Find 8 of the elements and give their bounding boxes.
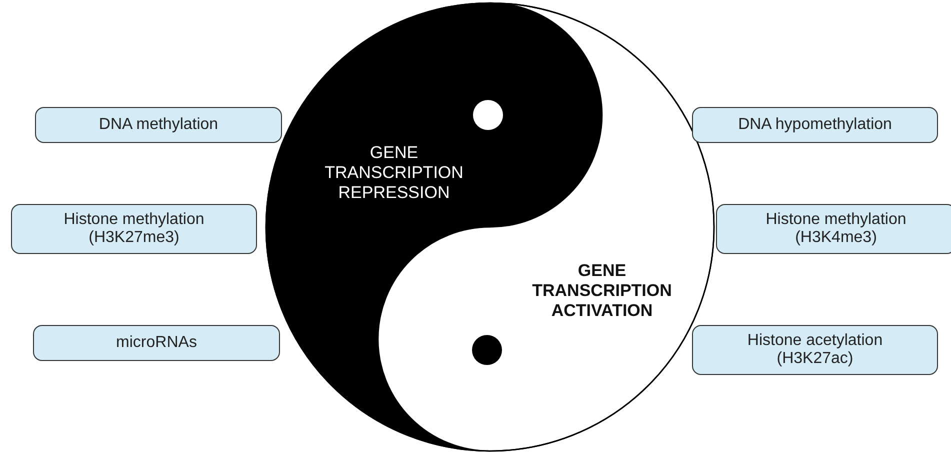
mechanism-box: DNA hypomethylation [692,107,938,143]
mechanism-box: Histone methylation (H3K4me3) [716,204,951,254]
mechanism-box: DNA methylation [35,107,282,143]
mechanism-box: Histone acetylation (H3K27ac) [692,325,938,375]
mechanism-box: Histone methylation (H3K27me3) [11,204,257,254]
half-label: GENE TRANSCRIPTION ACTIVATION [532,261,672,321]
mechanism-box: microRNAs [33,325,280,361]
half-label: GENE TRANSCRIPTION REPRESSION [324,143,464,203]
